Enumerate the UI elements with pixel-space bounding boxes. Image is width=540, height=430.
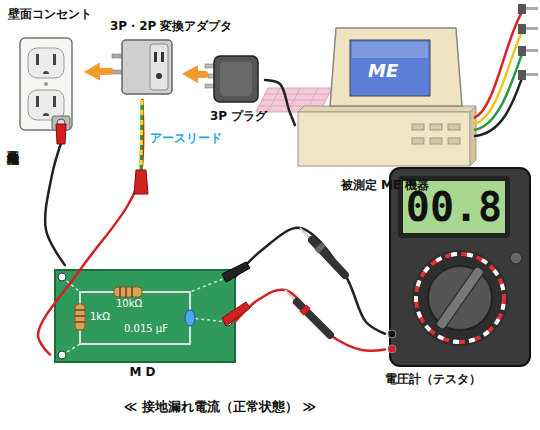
wire — [38, 100, 143, 355]
md-board — [55, 270, 235, 362]
node-label: 電圧計（テスタ） — [385, 371, 481, 388]
resistor-value: 10kΩ — [116, 298, 142, 309]
plug-node: 3P プラグ — [205, 52, 265, 122]
figure-caption: ≪ 接地漏れ電流（正常状態） ≫ — [40, 398, 400, 416]
node-label: 壁面コンセント — [8, 6, 92, 23]
wire — [45, 138, 65, 265]
display-reading: 00.8 — [403, 181, 505, 233]
node-label: 被測定 ME 機器 — [295, 177, 475, 194]
node-label: 3P プラグ — [210, 108, 267, 125]
insert-arrow — [100, 68, 110, 75]
resistor-value: 1kΩ — [90, 311, 110, 322]
wire — [265, 80, 295, 125]
wire — [235, 290, 385, 351]
insert-arrow — [198, 71, 205, 78]
voltmeter-node: 00.8 電圧計（テスタ） — [385, 165, 535, 390]
node-label: M D — [50, 365, 235, 379]
plug-3p — [205, 56, 258, 102]
node-label: 3P・2P 変換アダプタ — [110, 18, 232, 35]
alligator-clips — [56, 124, 250, 326]
adapter-3p-2p — [112, 40, 172, 94]
wall-outlet — [20, 38, 72, 130]
me-device — [256, 4, 538, 166]
lead-label: アースリード — [150, 130, 222, 147]
adapter-node: 3P・2P 変換アダプタ — [110, 18, 182, 100]
earth-lead — [134, 100, 148, 194]
tester-jacks — [388, 330, 396, 353]
capacitor-value: 0.015 μF — [124, 323, 168, 334]
me-device-node: 被測定 ME 機器 — [295, 25, 475, 192]
test-probes — [285, 228, 345, 335]
wall-outlet-node: 壁面コンセント — [8, 6, 84, 138]
screen-text: ME — [368, 60, 398, 81]
tester-body — [390, 168, 530, 366]
